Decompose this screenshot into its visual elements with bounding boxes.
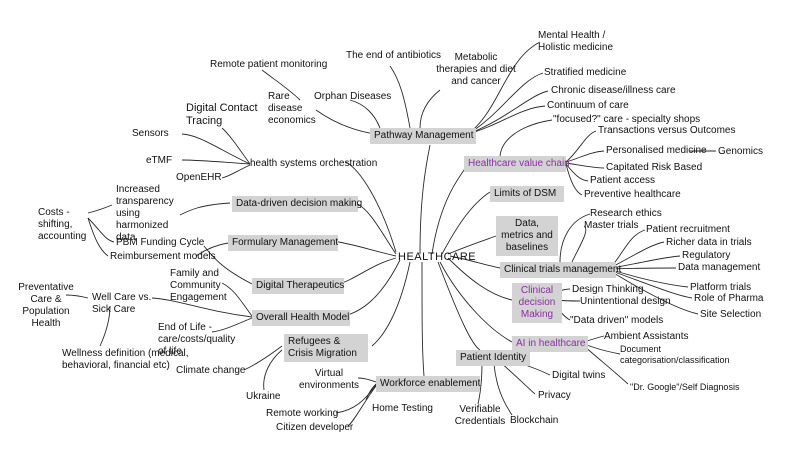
chronic-disease-label: Chronic disease/illness care	[551, 85, 676, 96]
clinical-decision-making-node[interactable]: Clinical decision Making	[512, 283, 562, 323]
dr-google-label: "Dr. Google"/Self Diagnosis	[630, 382, 740, 392]
remote-monitoring-label: Remote patient monitoring	[210, 59, 328, 70]
data-metrics-baselines-node[interactable]: Data, metrics and baselines	[496, 216, 558, 256]
end-of-life-label: End of Life - care/costs/quality of life	[158, 322, 236, 357]
patient-identity-node[interactable]: Patient Identity	[456, 350, 530, 366]
center-node[interactable]: HEALTHCARE	[398, 251, 477, 263]
preventive-healthcare-label: Preventive healthcare	[584, 189, 681, 200]
citizen-developer-label: Citizen developer	[276, 422, 354, 433]
sensors-label: Sensors	[132, 128, 169, 139]
continuum-care-label: Continuum of care	[547, 100, 629, 111]
etmf-label: eTMF	[146, 155, 173, 166]
genomics-label: Genomics	[718, 146, 764, 157]
rare-disease-label: Rare disease economics	[268, 91, 316, 126]
edge-center-identity	[437, 261, 481, 351]
virtual-environments-label: Virtual environments	[298, 368, 360, 391]
wellness-definition-label: Wellness definition (medical, behavioral…	[62, 348, 189, 371]
edge-center-healthmodel	[343, 259, 401, 317]
edge-center-refugees	[371, 261, 411, 347]
digital-therapeutics-node[interactable]: Digital Therapeutics	[252, 278, 344, 294]
verifiable-credentials-label: Verifiable Credentials	[454, 404, 506, 427]
formulary-management-node[interactable]: Formulary Management	[228, 235, 338, 251]
regulatory-label: Regulatory	[682, 250, 731, 261]
personalised-medicine-label: Personalised medicine	[606, 145, 707, 156]
orphan-diseases-label: Orphan Diseases	[314, 91, 392, 102]
edge-center-formulary	[331, 240, 397, 257]
costs-label: Costs - shifting, accounting	[38, 207, 87, 242]
edge-center-trials	[449, 255, 501, 269]
blockchain-label: Blockchain	[510, 415, 559, 426]
transactions-outcomes-label: Transactions versus Outcomes	[598, 125, 736, 136]
home-testing-label: Home Testing	[372, 403, 433, 414]
stratified-medicine-label: Stratified medicine	[544, 67, 627, 78]
health-systems-orchestration-label[interactable]: health systems orchestration	[250, 158, 378, 169]
preventative-care-label: Preventative Care & Population Health	[18, 282, 74, 329]
family-community-label: Family and Community Engagement	[170, 268, 227, 303]
focused-care-label: "focused?" care - specialty shops	[553, 114, 701, 125]
patient-recruitment-label: Patient recruitment	[646, 224, 730, 235]
digital-twins-label: Digital twins	[552, 370, 606, 381]
well-care-label: Well Care vs. Sick Care	[92, 292, 152, 315]
edge-center-pathway	[419, 144, 431, 255]
edge-center-datametrics	[447, 235, 497, 255]
platform-trials-label: Platform trials	[690, 282, 752, 293]
data-driven-models-label: "Data driven" models	[570, 315, 664, 326]
clinical-trials-management-node[interactable]: Clinical trials management	[500, 262, 621, 278]
end-of-antibiotics-label: The end of antibiotics	[346, 50, 442, 61]
edge-center-orchestration	[345, 161, 397, 253]
reimbursement-models-label: Reimbursement models	[110, 251, 216, 262]
master-trials-label: Master trials	[584, 220, 639, 231]
design-thinking-label: Design Thinking	[572, 284, 644, 295]
research-ethics-label: Research ethics	[590, 208, 662, 219]
edge-center-datadriven	[355, 202, 397, 255]
privacy-label: Privacy	[538, 390, 571, 401]
edge-center-decision	[447, 257, 513, 301]
pbm-funding-label: PBM Funding Cycle	[116, 237, 205, 248]
openehr-label: OpenEHR	[176, 172, 222, 183]
overall-health-model-node[interactable]: Overall Health Model	[252, 310, 350, 326]
pathway-management-node[interactable]: Pathway Management	[370, 128, 476, 144]
ambient-assistants-label: Ambient Assistants	[604, 331, 689, 342]
ukraine-label: Ukraine	[246, 391, 281, 402]
edge-center-workforce	[421, 261, 425, 377]
data-management-label: Data management	[678, 262, 761, 273]
patient-access-label: Patient access	[590, 175, 656, 186]
healthcare-value-chain-node[interactable]: Healthcare value chain	[464, 156, 570, 172]
workforce-enablement-node[interactable]: Workforce enablement	[376, 376, 480, 392]
data-driven-decision-node[interactable]: Data-driven decision making	[232, 196, 362, 212]
edge-center-dsm	[441, 191, 491, 255]
document-classification-label: Document categorisation/classification	[620, 344, 730, 365]
edge-center-valuechain	[431, 161, 471, 255]
remote-working-label: Remote working	[266, 408, 339, 419]
climate-change-label: Climate change	[176, 365, 246, 376]
unintentional-design-label: Unintentional design	[580, 296, 671, 307]
edge-center-digtherapeutics	[337, 257, 397, 285]
digital-contact-tracing-label: Digital Contact Tracing	[186, 102, 258, 127]
mental-health-label: Mental Health / Holistic medicine	[538, 30, 614, 53]
site-selection-label: Site Selection	[700, 309, 762, 320]
increased-transparency-label: Increased transparency using harmonized …	[116, 184, 174, 243]
limits-of-dsm-node[interactable]: Limits of DSM	[490, 186, 564, 202]
ai-in-healthcare-node[interactable]: AI in healthcare	[512, 336, 588, 352]
capitated-risk-label: Capitated Risk Based	[606, 162, 703, 173]
edge-center-ai	[439, 261, 513, 343]
refugees-crisis-node[interactable]: Refugees & Crisis Migration	[284, 334, 368, 362]
richer-data-label: Richer data in trials	[666, 237, 752, 248]
role-of-pharma-label: Role of Pharma	[694, 293, 764, 304]
metabolic-label: Metabolic therapies and diet and cancer	[436, 52, 516, 87]
